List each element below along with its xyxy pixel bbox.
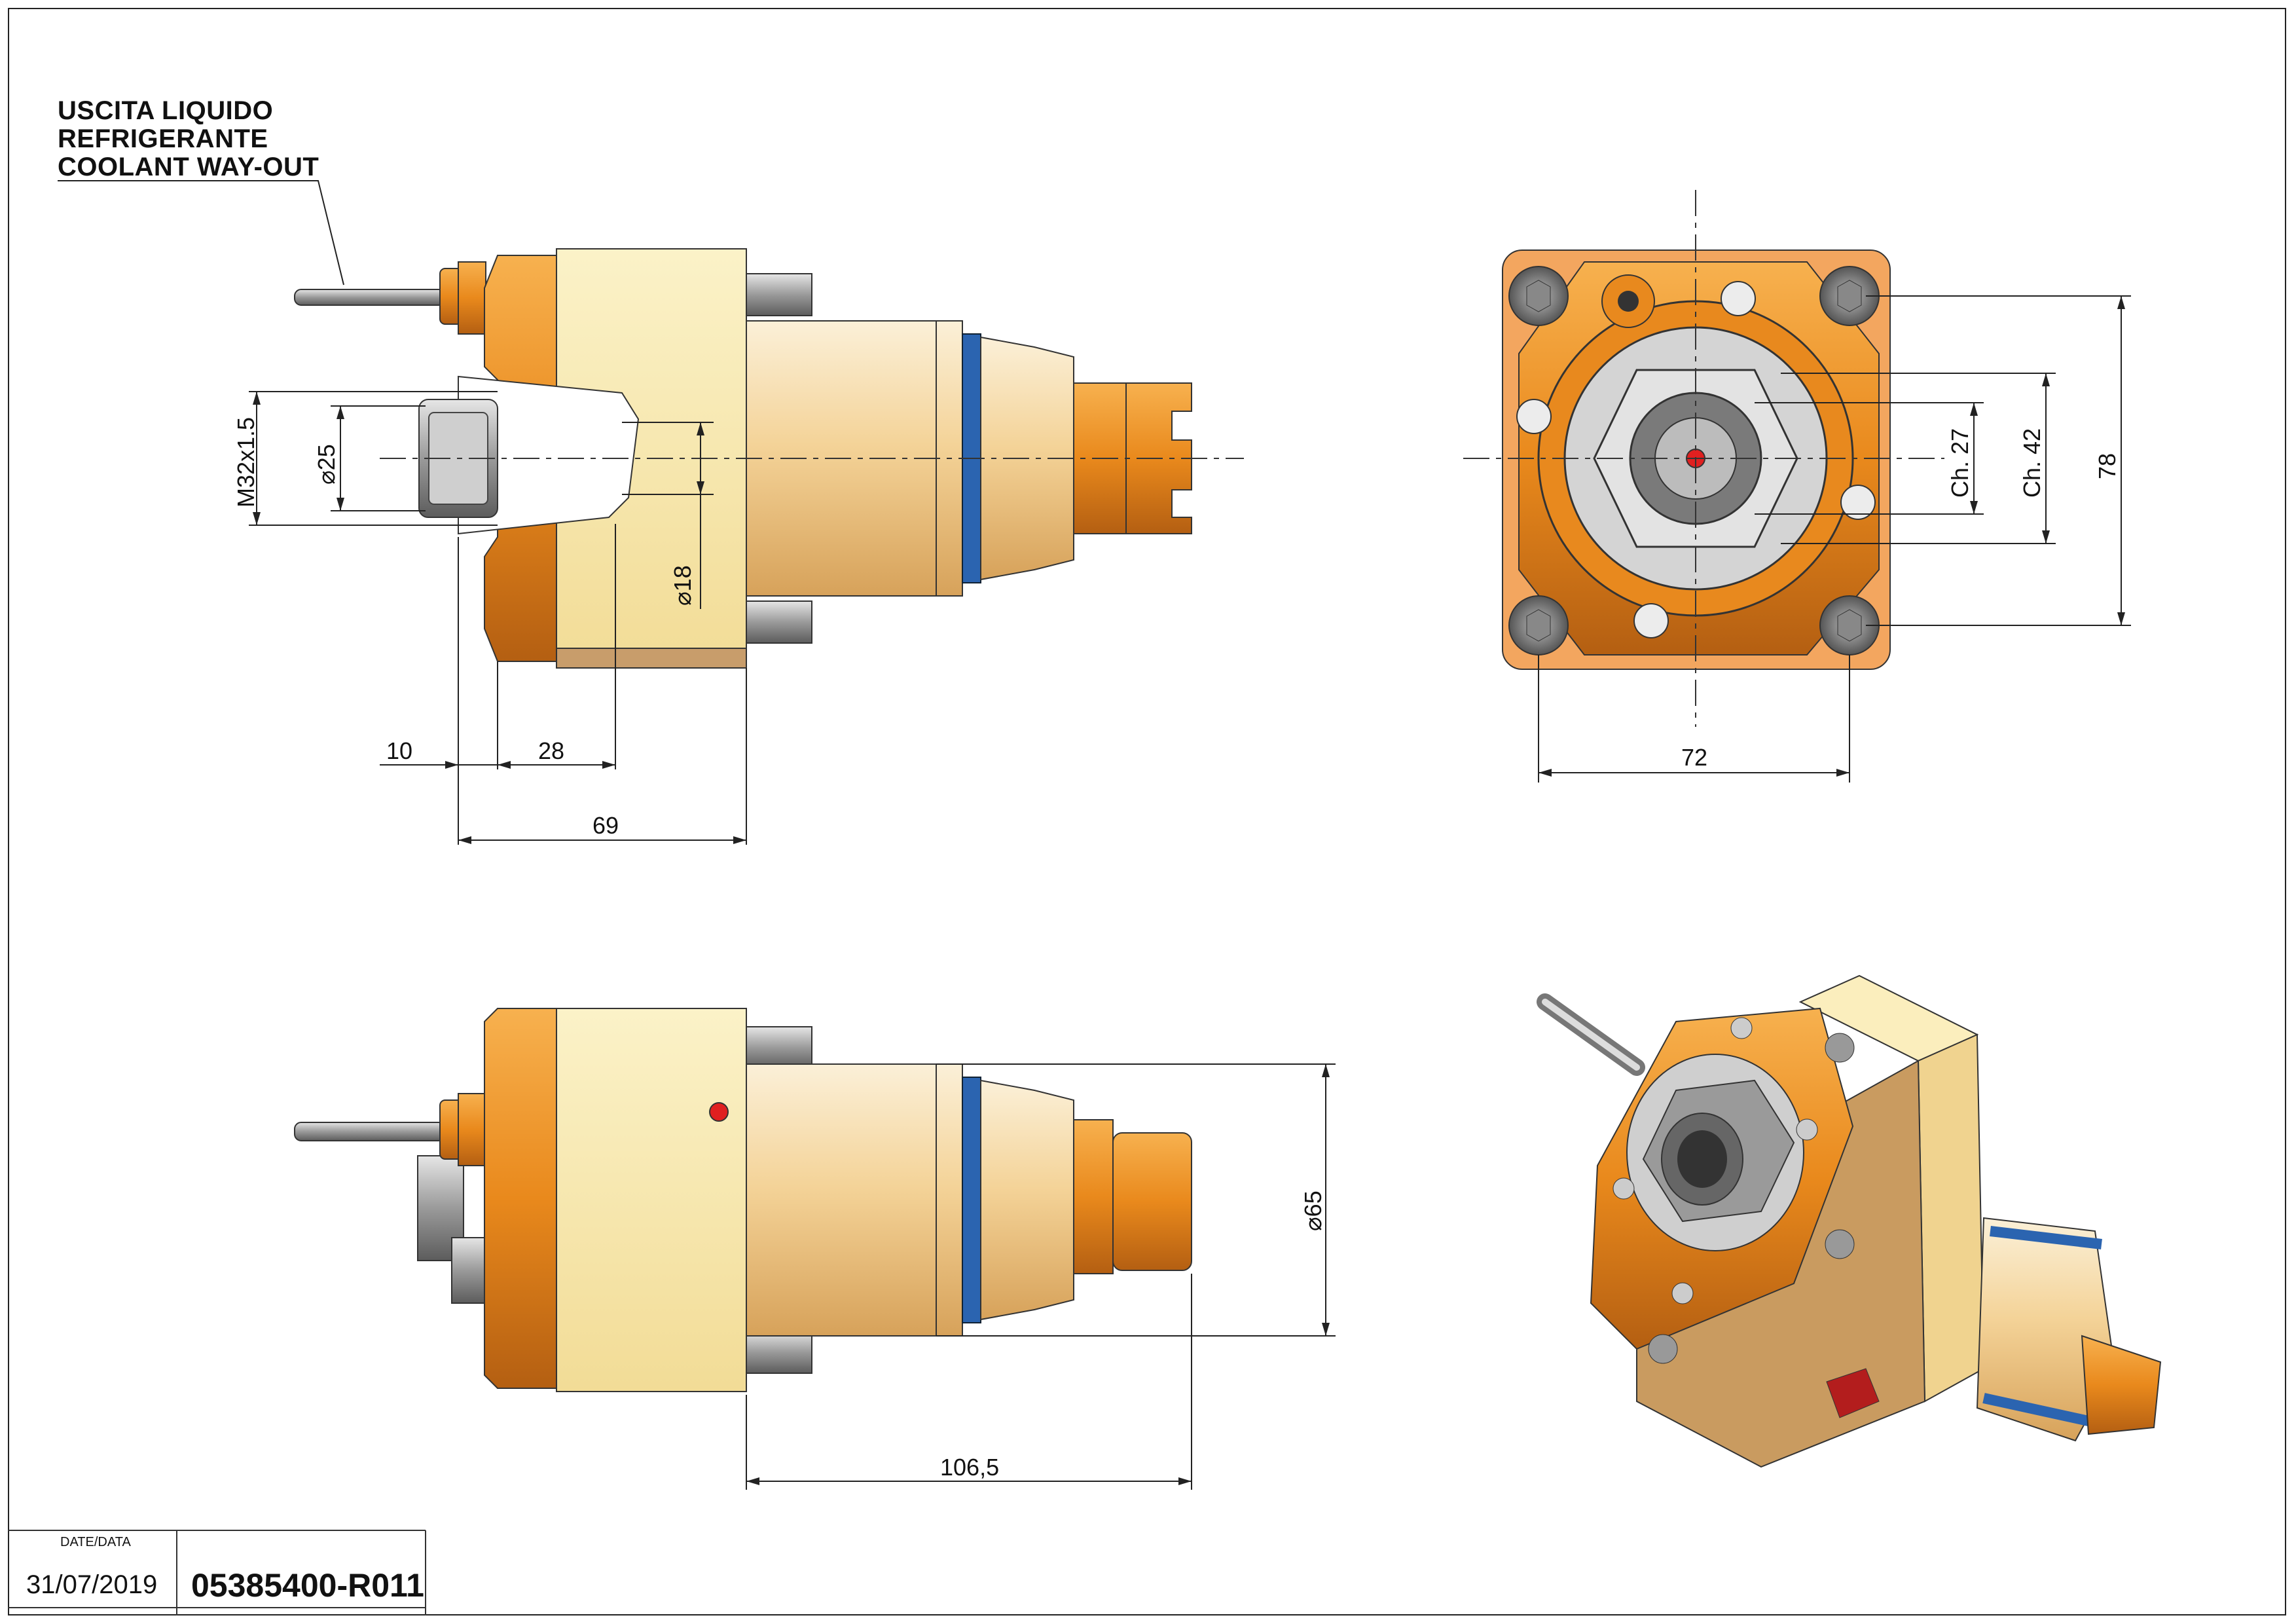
side-view-dimensions [249,391,747,845]
drawing-code: 05385400-R011 [191,1567,424,1604]
dim-len-10: 10 [386,737,413,764]
dim-w72: 72 [1681,744,1708,771]
dim-len-106: 106,5 [940,1454,1000,1481]
dim-d65-value: 65 [1300,1190,1326,1217]
note-line-2: REFRIGERANTE [58,124,268,153]
elevation-dimensions [746,1063,1336,1490]
dim-len-28: 28 [538,737,565,764]
title-block [8,1530,426,1615]
dim-thread: M32x1.5 [232,416,259,507]
note-line-1: USCITA LIQUIDO [58,96,274,125]
dim-len-69: 69 [592,812,619,839]
dim-ch42: Ch. 42 [2018,428,2045,498]
front-view-dimensions [1538,295,2131,783]
date-label: DATE/DATA [60,1535,131,1549]
dim-h78: 78 [2094,452,2121,479]
drawing-date: 31/07/2019 [26,1570,158,1599]
dim-d25-value: 25 [313,444,340,471]
note-line-3: COOLANT WAY-OUT [58,153,319,181]
dim-d18-value: 18 [669,565,696,592]
side-elevation-view [294,1008,1192,1392]
coolant-outlet-note: USCITA LIQUIDO REFRIGERANTE COOLANT WAY-… [58,97,319,181]
side-section-view [58,180,1244,669]
drawing-frame [8,8,2286,1615]
dim-d65: ⌀65 [1300,1190,1326,1231]
dim-d25: ⌀25 [313,444,340,485]
isometric-view [1537,974,2162,1468]
dim-d18: ⌀18 [669,565,696,606]
front-view [1463,190,1944,727]
dim-ch27: Ch. 27 [1946,428,1973,498]
